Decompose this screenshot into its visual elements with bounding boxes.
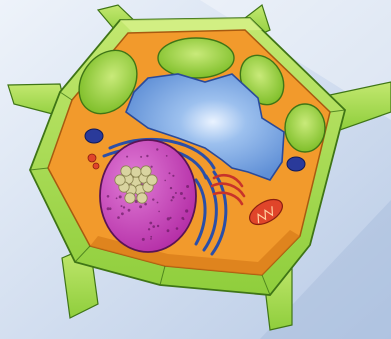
nucleolus-granule — [121, 166, 131, 176]
chromatin-dot — [119, 195, 122, 198]
chromatin-dot — [148, 228, 150, 230]
chromatin-dot — [142, 238, 145, 241]
nucleolus-granule — [125, 193, 135, 203]
chromatin-dot — [180, 192, 183, 195]
chromatin-dot — [156, 148, 158, 150]
chromatin-dot — [121, 212, 124, 215]
chromatin-dot — [186, 185, 189, 188]
chromatin-dot — [150, 238, 152, 240]
chromatin-dot — [171, 199, 173, 201]
chromatin-dot — [121, 205, 123, 207]
nucleolus-granule — [147, 175, 157, 185]
chromatin-dot — [152, 225, 155, 228]
nucleolus-granule — [141, 166, 151, 176]
chromatin-dot — [172, 196, 175, 199]
chromatin-dot — [169, 172, 171, 174]
chromatin-dot — [116, 197, 118, 199]
chromatin-dot — [167, 229, 170, 232]
chromatin-dot — [170, 187, 172, 189]
nucleolus-granule — [115, 175, 125, 185]
chromatin-dot — [169, 217, 171, 219]
chromatin-dot — [150, 236, 152, 238]
chloroplast — [285, 104, 325, 152]
chloroplast — [158, 38, 234, 78]
chromatin-dot — [183, 218, 185, 220]
chromatin-dot — [175, 192, 177, 194]
chromatin-dot — [149, 222, 152, 225]
chromatin-dot — [157, 225, 159, 227]
chromatin-dot — [123, 206, 125, 208]
chromatin-dot — [140, 156, 142, 158]
chromatin-dot — [172, 175, 174, 177]
chromatin-dot — [128, 209, 131, 212]
peroxisome — [287, 157, 305, 171]
chromatin-dot — [185, 209, 188, 212]
chromatin-dot — [166, 155, 168, 157]
chromatin-dot — [183, 197, 185, 199]
chromatin-dot — [164, 180, 166, 182]
chromatin-dot — [117, 216, 120, 219]
chromatin-dot — [107, 195, 110, 198]
nucleolus-granule — [131, 167, 141, 177]
chromatin-dot — [107, 207, 110, 210]
chromatin-dot — [139, 205, 142, 208]
chromatin-dot — [176, 227, 179, 230]
nucleolus-granule — [137, 193, 147, 203]
peroxisome — [85, 129, 103, 143]
chromatin-dot — [146, 155, 148, 157]
chromatin-dot — [151, 166, 153, 168]
chromatin-dot — [126, 156, 128, 158]
chromatin-dot — [152, 198, 154, 200]
chromatin-dot — [157, 202, 159, 204]
chromatin-dot — [158, 211, 160, 213]
chromatin-dot — [144, 203, 147, 206]
